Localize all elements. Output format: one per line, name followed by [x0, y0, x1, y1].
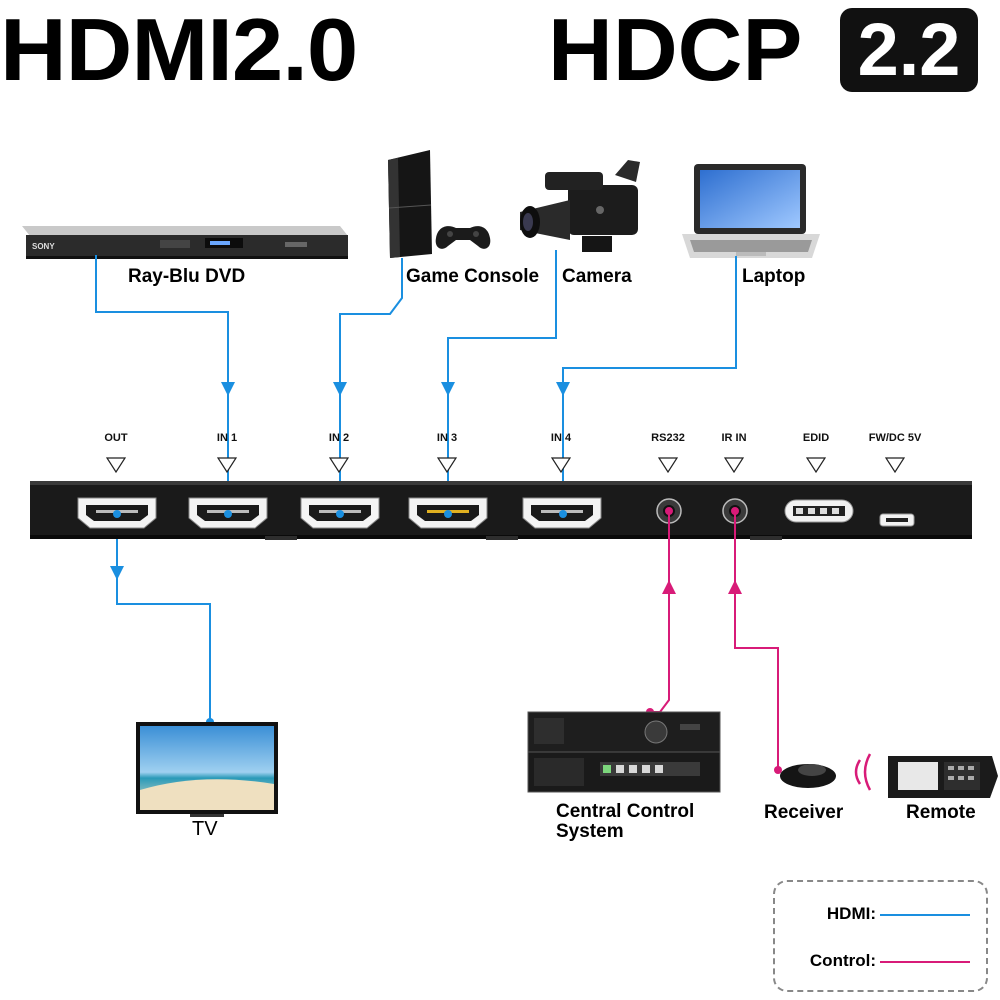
port-label-out: OUT: [104, 432, 128, 444]
laptop-label: Laptop: [742, 266, 806, 287]
laptop-icon: [682, 164, 820, 258]
central-control-label-line1: Central Control: [556, 801, 695, 822]
camera-icon: [520, 160, 640, 252]
port-label-edid: EDID: [802, 432, 830, 444]
legend-box: [773, 880, 988, 992]
port-label-in1: IN 1: [216, 432, 238, 444]
tv-icon: [136, 722, 278, 817]
cable-ir-receiver: [734, 511, 779, 770]
dvd-player-icon: [22, 226, 348, 259]
hdmi-cable-endpoints: [113, 510, 567, 726]
port-indicator-triangles: [105, 457, 906, 474]
dvd-label: Ray-Blu DVD: [128, 266, 246, 287]
dvd-brand-label: SONY: [32, 242, 55, 251]
camera-label: Camera: [562, 266, 632, 287]
receiver-label: Receiver: [764, 802, 844, 823]
port-label-in4: IN 4: [550, 432, 572, 444]
port-label-ir-in: IR IN: [721, 432, 747, 444]
tv-label: TV: [192, 818, 218, 840]
hdcp-version-badge: 2.2: [840, 8, 978, 92]
cable-laptop-in4: [562, 256, 737, 512]
port-label-in2: IN 2: [328, 432, 350, 444]
cable-dvd-in1: [95, 255, 229, 512]
port-label-fw-dc: FW/DC 5V: [868, 432, 922, 444]
cable-rs232-control: [650, 511, 670, 713]
hdmi-version-title: HDMI2.0: [0, 0, 358, 99]
central-control-label-line2: System: [556, 821, 624, 842]
remote-label: Remote: [906, 802, 976, 823]
micro-usb-port: [879, 513, 915, 527]
cable-out-tv: [116, 512, 211, 722]
remote-icon: [888, 756, 998, 798]
ir-signal-icon: [854, 753, 872, 791]
ir-receiver-icon: [780, 764, 836, 788]
central-control-label: Central Control System: [556, 802, 694, 842]
port-label-in3: IN 3: [436, 432, 458, 444]
legend-control-label: Control:: [809, 951, 876, 970]
legend-hdmi-label: HDMI:: [826, 904, 876, 923]
hdmi-arrows: [110, 382, 570, 580]
cable-console-in2: [339, 258, 403, 512]
cable-camera-in3: [447, 250, 557, 512]
hdcp-title: HDCP: [548, 0, 803, 99]
hdmi-cables: [95, 250, 737, 722]
port-label-rs232: RS232: [651, 432, 685, 444]
central-control-system-icon: [527, 711, 721, 793]
game-console-icon: [388, 150, 491, 258]
edid-dip-switch: [784, 499, 854, 523]
game-console-label: Game Console: [406, 266, 540, 287]
